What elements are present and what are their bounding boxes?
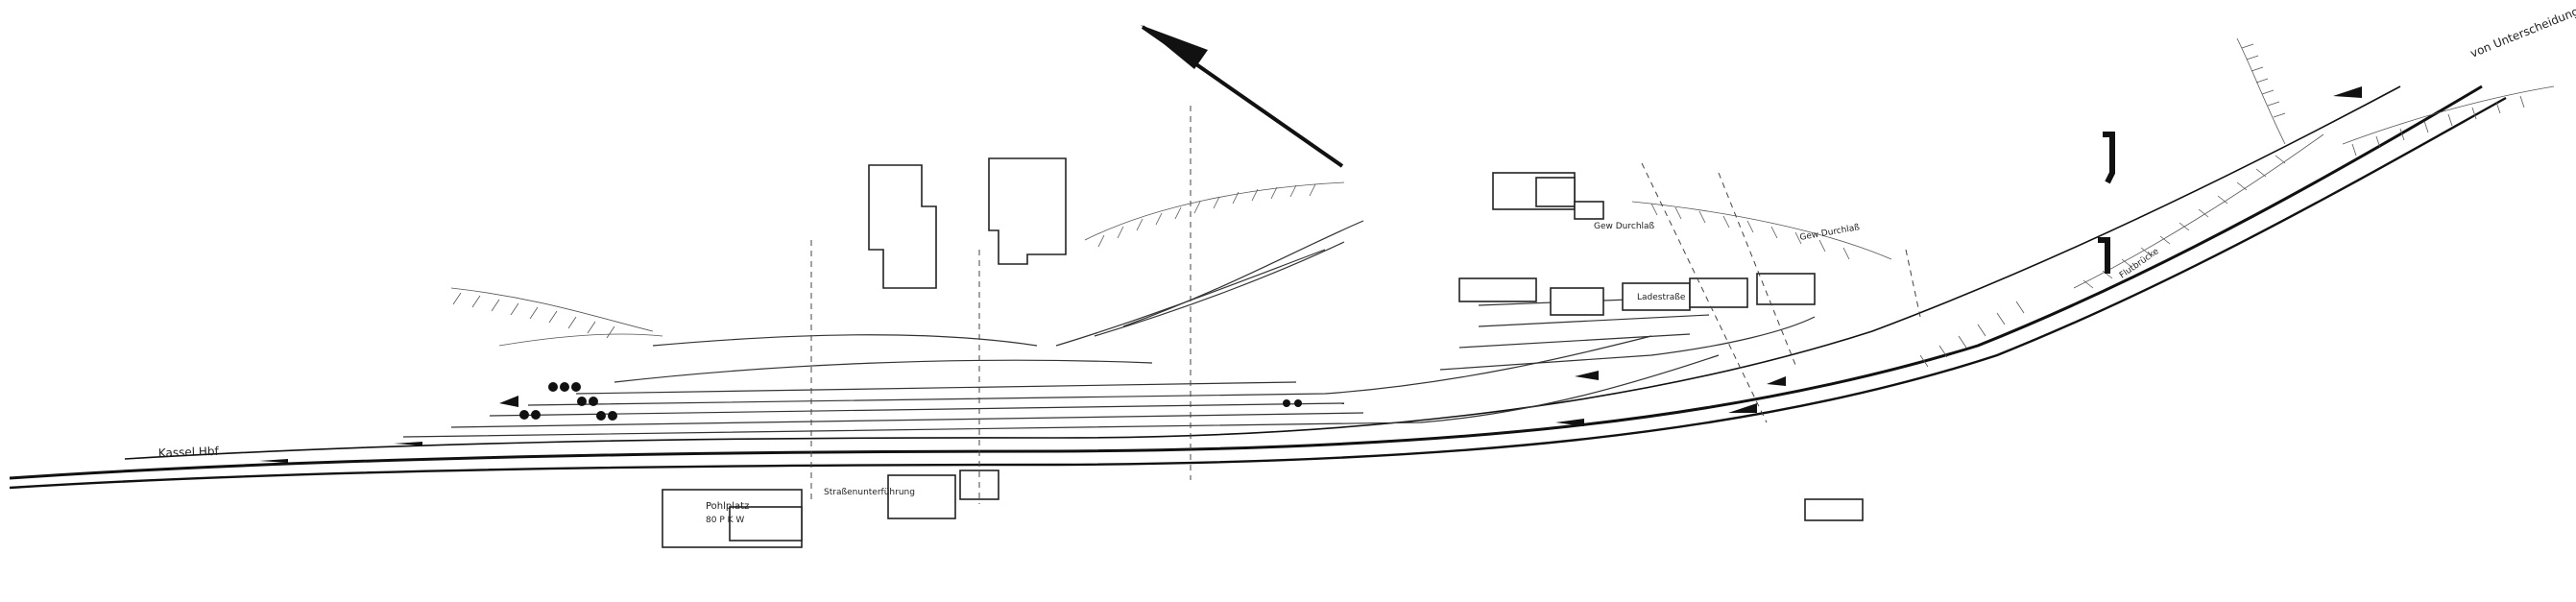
strassenunterfuehrung-label: Straßenunterführung — [824, 488, 915, 497]
bridge-structures — [2098, 132, 2115, 274]
direction-left-label: Kassel Hbf — [158, 445, 220, 460]
embankments — [450, 37, 2555, 368]
north-arrow — [1141, 25, 1344, 168]
yard-tracks — [402, 220, 1816, 438]
main-line-tracks — [9, 84, 2507, 490]
flutbruecke-label: Flutbrücke — [2118, 247, 2161, 281]
platform-station-sub-label: 80 P K W — [706, 516, 744, 525]
reference-lines — [810, 106, 1921, 504]
buildings — [662, 157, 1864, 548]
signals — [259, 86, 2362, 463]
loading-yard-label: Ladestraße — [1637, 293, 1686, 302]
durchlass-upper-label: Gew Durchlaß — [1594, 222, 1655, 231]
platform-station-label: Pohlplatz — [706, 501, 749, 512]
durchlass-right-label: Gew Durchlaß — [1799, 223, 1861, 243]
direction-top-right-label: von Unterscheidung Ihl — [2468, 0, 2576, 60]
